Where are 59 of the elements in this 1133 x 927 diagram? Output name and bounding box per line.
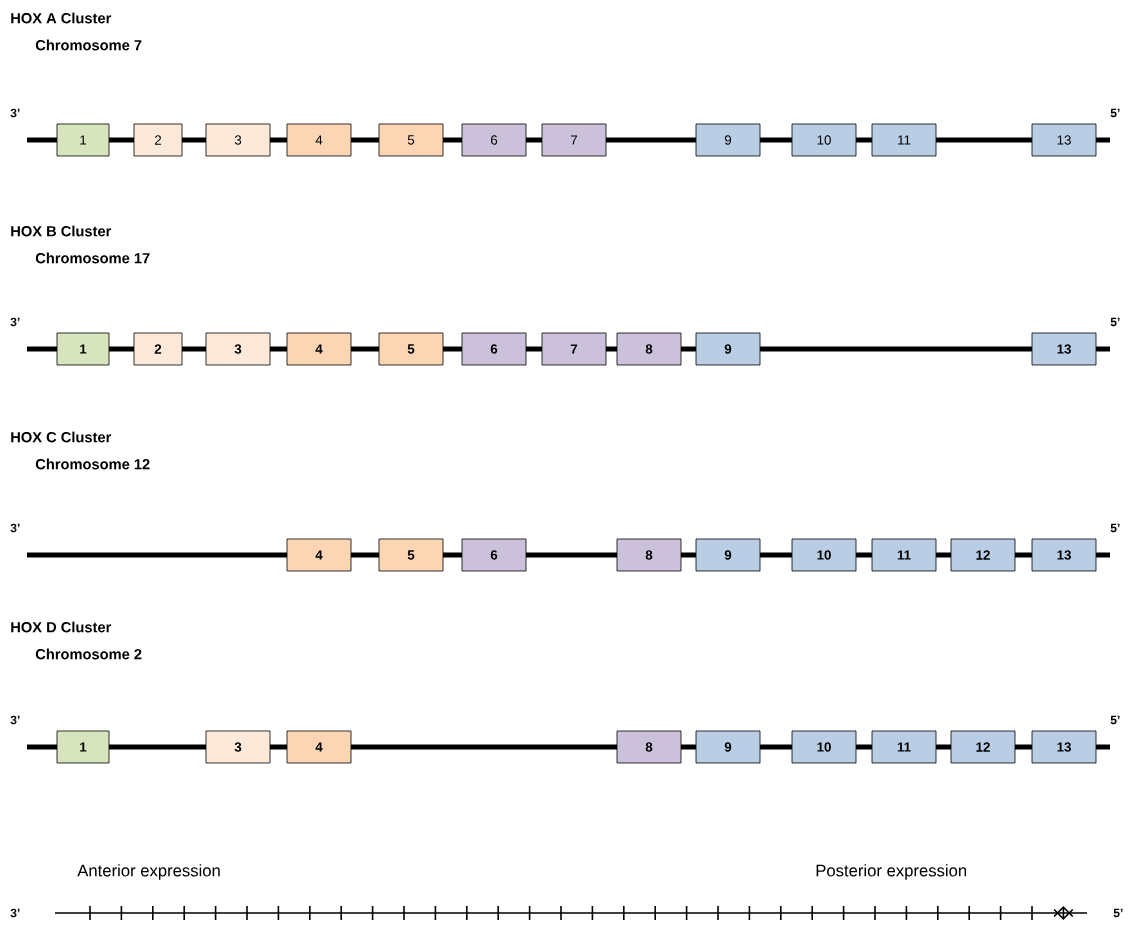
gene-box: 5 [378,123,444,157]
gene-box: 13 [1031,538,1097,572]
gene-box: 4 [286,332,352,366]
strand-end-label: 3’ [10,108,20,118]
gene-box: 12 [950,538,1016,572]
strand-end-label: 3’ [10,908,20,918]
gene-box: 3 [205,123,271,157]
gene-box: 9 [695,332,761,366]
gene-box: 11 [871,538,937,572]
gene-box: 11 [871,123,937,157]
chromosome-label: Chromosome 7 [35,39,142,51]
gene-box: 5 [378,538,444,572]
gene-box: 8 [616,730,682,764]
gene-box: 2 [133,332,183,366]
cluster-title: HOX C Cluster [11,431,112,443]
strand-end-label: 3’ [10,317,20,327]
chromosome-label: Chromosome 17 [35,252,150,264]
gene-box: 9 [695,538,761,572]
gene-box: 7 [541,123,607,157]
gene-box: 6 [461,332,527,366]
chromosome-label: Chromosome 2 [35,648,142,660]
gene-box: 13 [1031,730,1097,764]
gene-box: 3 [205,730,271,764]
gene-box: 10 [791,730,857,764]
gene-box: 1 [56,123,110,157]
chromosome-label: Chromosome 12 [35,458,150,470]
gene-box: 3 [205,332,271,366]
strand-end-label: 5’ [1110,108,1120,118]
gene-box: 4 [286,123,352,157]
strand-end-label: 5’ [1113,908,1123,918]
gene-box: 13 [1031,123,1097,157]
gene-box: 10 [791,123,857,157]
gene-box: 7 [541,332,607,366]
cluster-title: HOX D Cluster [11,621,112,633]
gene-box: 12 [950,730,1016,764]
cluster-title: HOX A Cluster [11,12,112,24]
gene-box: 4 [286,730,352,764]
strand-end-label: 5’ [1110,523,1120,533]
gene-box: 5 [378,332,444,366]
gene-box: 11 [871,730,937,764]
gene-box: 1 [56,730,110,764]
gene-box: 13 [1031,332,1097,366]
gene-box: 9 [695,730,761,764]
gene-box: 8 [616,538,682,572]
gene-box: 8 [616,332,682,366]
expression-label: Anterior expression [77,864,220,880]
gene-box: 1 [56,332,110,366]
cluster-title: HOX B Cluster [11,225,112,237]
strand-end-label: 3’ [10,715,20,725]
expression-label: Posterior expression [816,864,967,880]
gene-box: 4 [286,538,352,572]
gene-box: 10 [791,538,857,572]
gene-box: 2 [133,123,183,157]
strand-end-label: 5’ [1110,317,1120,327]
gene-box: 6 [461,123,527,157]
gene-box: 6 [461,538,527,572]
gene-box: 9 [695,123,761,157]
strand-end-label: 3’ [10,523,20,533]
strand-end-label: 5’ [1110,715,1120,725]
